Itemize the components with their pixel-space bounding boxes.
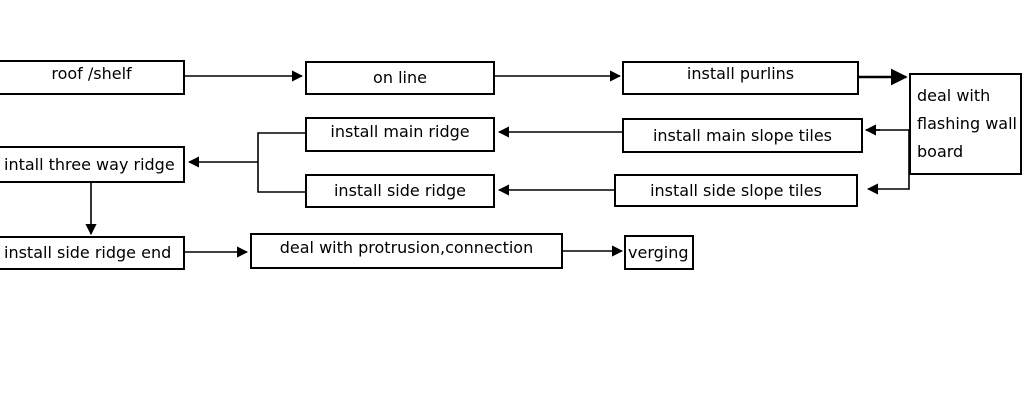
node-intall-three-way-ridge: intall three way ridge xyxy=(0,146,185,183)
node-install-main-slope-tiles: install main slope tiles xyxy=(622,118,863,153)
node-install-side-ridge-end: install side ridge end xyxy=(0,236,185,270)
node-install-side-ridge-end-label: install side ridge end xyxy=(4,243,172,263)
node-install-main-ridge: install main ridge xyxy=(305,117,495,152)
node-flashing-line-1: deal with xyxy=(917,86,991,105)
node-install-purlins-label: install purlins xyxy=(686,64,795,84)
node-roof-shelf: roof /shelf xyxy=(0,60,185,95)
node-verging: verging xyxy=(624,235,694,270)
bracket-ridges xyxy=(257,132,305,193)
node-flashing-line-2: flashing wall xyxy=(917,114,1017,133)
node-install-side-slope-tiles: install side slope tiles xyxy=(614,174,858,207)
arrow-flashing-to-side-slope xyxy=(866,130,910,195)
node-install-main-ridge-label: install main ridge xyxy=(330,121,470,141)
node-install-side-ridge: install side ridge xyxy=(305,174,495,208)
node-roof-shelf-label: roof /shelf xyxy=(51,63,132,83)
node-install-side-ridge-label: install side ridge xyxy=(333,181,467,201)
node-on-line-label: on line xyxy=(373,68,427,88)
node-on-line: on line xyxy=(305,61,495,95)
node-intall-three-way-ridge-label: intall three way ridge xyxy=(4,154,175,174)
node-deal-with-protrusion-connection-label: deal with protrusion,connection xyxy=(279,238,534,258)
node-install-main-slope-tiles-label: install main slope tiles xyxy=(652,125,833,145)
node-flashing-line-3: board xyxy=(917,142,964,161)
node-deal-with-protrusion-connection: deal with protrusion,connection xyxy=(250,233,563,269)
node-install-side-slope-tiles-label: install side slope tiles xyxy=(650,180,822,200)
node-install-purlins: install purlins xyxy=(622,61,859,95)
node-deal-with-flashing-wall-board: deal with flashing wall board xyxy=(909,73,1022,175)
node-verging-label: verging xyxy=(628,242,689,262)
